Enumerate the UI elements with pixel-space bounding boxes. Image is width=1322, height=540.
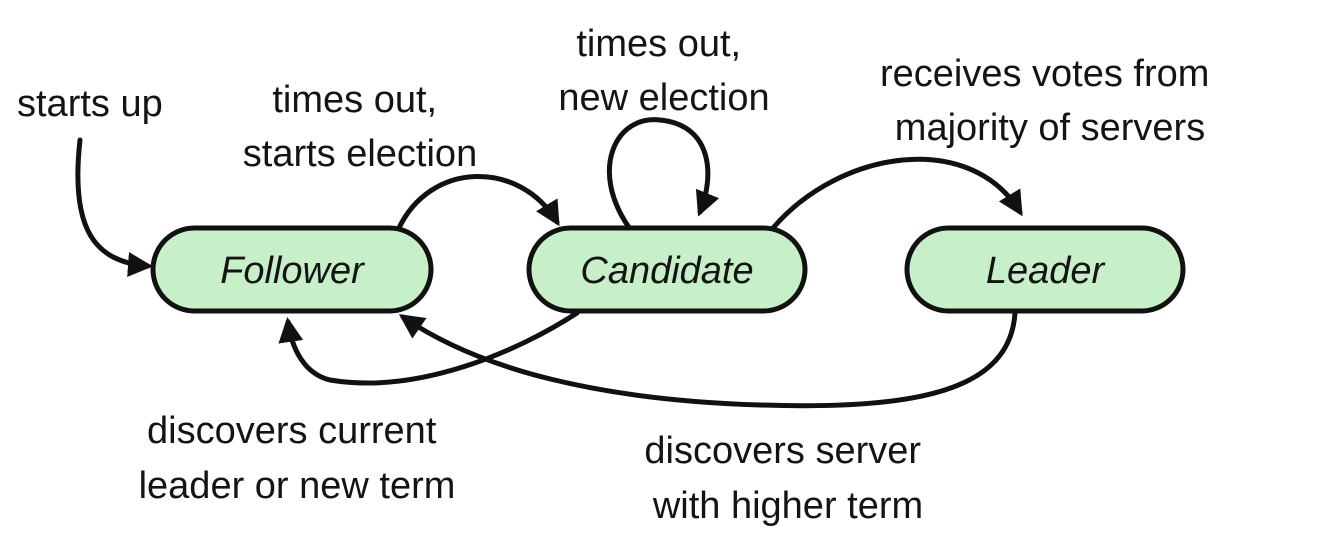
arrow-follower-to-candidate xyxy=(395,174,560,233)
state-leader: Leader xyxy=(904,225,1186,314)
state-candidate: Candidate xyxy=(526,225,808,314)
label-starts-up-line-1: starts up xyxy=(17,83,163,125)
follower-label: Follower xyxy=(220,250,365,292)
leader-node-shape xyxy=(904,225,1186,314)
candidate-node-shape xyxy=(526,225,808,314)
arrow-candidate-to-follower xyxy=(278,310,580,386)
label-leader-to-follower-line-1: discovers server xyxy=(644,430,921,472)
arrow-candidate-to-leader xyxy=(770,156,1023,231)
label-leader-to-follower: discovers server with higher term xyxy=(644,430,931,527)
label-candidate-to-follower-line-1: discovers current xyxy=(147,410,437,452)
candidate-label: Candidate xyxy=(580,250,753,292)
arrow-starts-up xyxy=(75,137,153,277)
leader-label: Leader xyxy=(986,250,1106,292)
label-follower-to-candidate-line-2: starts election xyxy=(243,133,477,175)
label-candidate-self-line-2: new election xyxy=(558,77,769,119)
label-candidate-self-line-1: times out, xyxy=(576,23,741,65)
arrow-leader-to-follower xyxy=(398,310,1018,409)
label-starts-up: starts up xyxy=(17,83,163,125)
label-follower-to-candidate-line-1: times out, xyxy=(272,79,437,121)
arrow-candidate-self-loop xyxy=(606,117,720,229)
label-candidate-to-follower-line-2: leader or new term xyxy=(139,465,456,507)
label-candidate-to-leader: receives votes from majority of servers xyxy=(880,53,1220,149)
label-leader-to-follower-line-2: with higher term xyxy=(652,485,923,527)
label-candidate-to-follower: discovers current leader or new term xyxy=(139,410,456,507)
label-follower-to-candidate: times out, starts election xyxy=(243,79,477,175)
label-candidate-self: times out, new election xyxy=(558,23,769,119)
label-candidate-to-leader-line-2: majority of servers xyxy=(895,107,1205,149)
state-follower: Follower xyxy=(150,225,434,314)
follower-node-shape xyxy=(150,225,434,314)
label-candidate-to-leader-line-1: receives votes from xyxy=(880,53,1209,95)
